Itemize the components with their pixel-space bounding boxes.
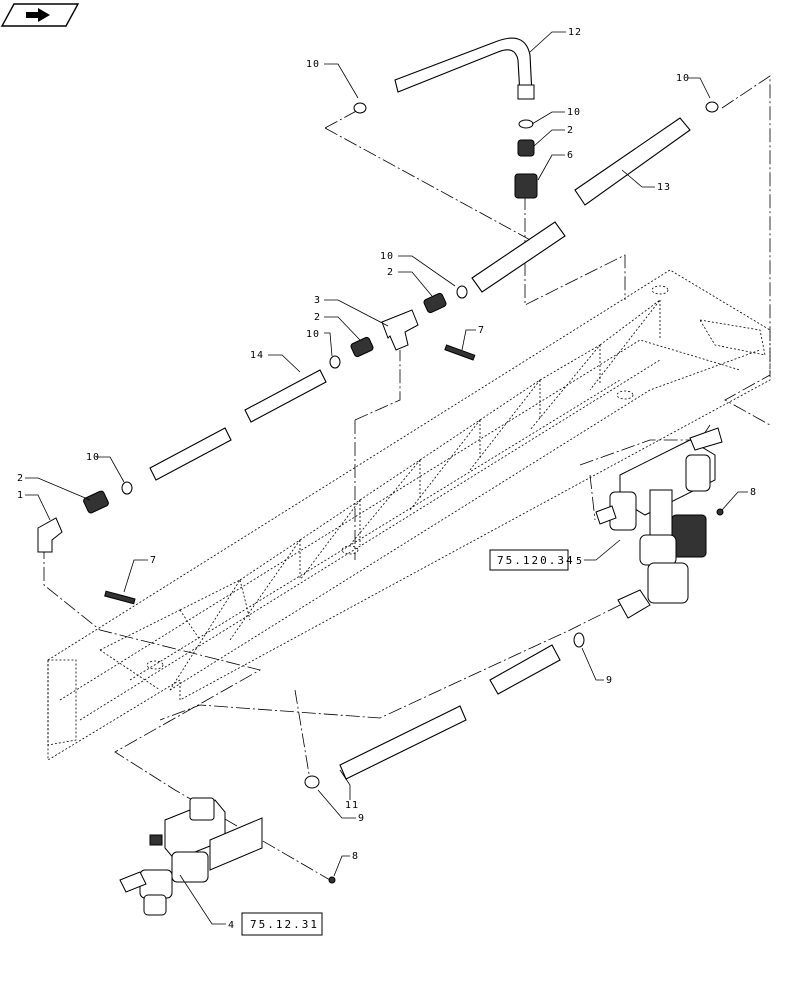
callout-12: 12 (568, 27, 582, 38)
fitting-2-mid (423, 292, 447, 314)
hose-11 (339, 644, 561, 780)
clamp-10-lower (121, 481, 133, 495)
callout-10: 10 (306, 59, 320, 70)
valve-assembly-4 (119, 797, 263, 916)
callout-10: 10 (306, 329, 320, 340)
arrow-right-icon[interactable] (0, 3, 80, 27)
callout-10: 10 (380, 251, 394, 262)
reference-label[interactable]: 75.120.34 (497, 554, 575, 567)
callout-2: 2 (17, 473, 24, 484)
boom-frame (47, 269, 771, 761)
reference-box-75-120-34[interactable]: 75.120.34 (489, 549, 575, 571)
fitting-2-top (517, 139, 535, 157)
clamp-10-left (329, 355, 341, 369)
callout-labels: 12 10 10 10 2 6 13 10 2 3 2 10 7 14 10 2… (17, 27, 757, 931)
callout-9: 9 (358, 813, 365, 824)
callout-8: 8 (750, 487, 757, 498)
callout-2: 2 (387, 267, 394, 278)
clip-7-lower (104, 590, 136, 605)
leader-lines (25, 31, 748, 925)
clamp-10-top-right (705, 101, 719, 113)
callout-10: 10 (676, 73, 690, 84)
fitting-2-lower (83, 490, 109, 514)
fitting-2-left (350, 336, 374, 358)
nut-8-right (716, 508, 724, 516)
hose-12 (394, 37, 535, 100)
clamp-9-right (573, 632, 585, 648)
valve-assembly-5 (595, 427, 723, 619)
callout-6: 6 (567, 150, 574, 161)
callout-7: 7 (150, 555, 157, 566)
callout-4: 4 (228, 920, 235, 931)
clamp-10-mid (456, 285, 468, 299)
clamp-10-top-center (518, 119, 534, 129)
callout-14: 14 (250, 350, 264, 361)
callout-10: 10 (567, 107, 581, 118)
callout-8: 8 (352, 851, 359, 862)
callout-9: 9 (606, 675, 613, 686)
clamp-9-left (304, 775, 320, 789)
callout-3: 3 (314, 295, 321, 306)
clip-7-upper (444, 344, 476, 361)
callout-13: 13 (657, 182, 671, 193)
callout-2: 2 (314, 312, 321, 323)
reference-label[interactable]: 75.12.31 (250, 918, 319, 931)
callout-1: 1 (17, 490, 24, 501)
callout-11: 11 (345, 800, 359, 811)
reference-box-75-12-31[interactable]: 75.12.31 (241, 912, 323, 936)
hose-13 (471, 117, 691, 293)
callout-2: 2 (567, 125, 574, 136)
nut-8-lower (328, 876, 336, 884)
callout-7: 7 (478, 325, 485, 336)
callout-5: 5 (576, 556, 583, 567)
tee-3 (381, 309, 419, 351)
elbow-1 (37, 517, 63, 553)
callout-10: 10 (86, 452, 100, 463)
hose-14 (149, 369, 327, 481)
nut-6 (514, 173, 538, 199)
clamp-10-top-left (353, 102, 367, 114)
